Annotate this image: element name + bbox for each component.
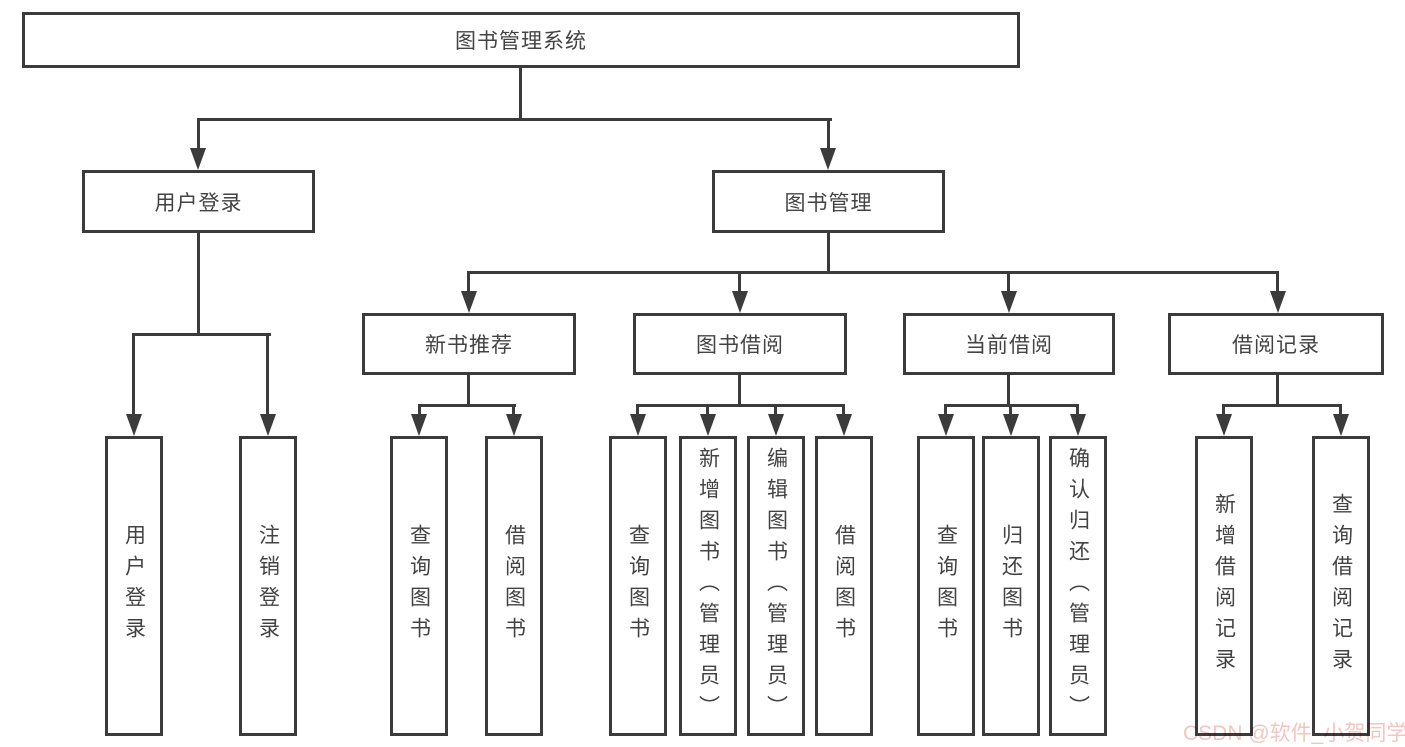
node-current-borrow-label: 当前借阅	[965, 334, 1053, 357]
leaf-borrow-add-books-admin-label: 新增图书（管理员）	[696, 446, 720, 726]
edge-to-newbook-borrow-stem	[512, 404, 515, 416]
leaf-borrow-add-books-admin: 新增图书（管理员）	[679, 436, 737, 736]
leaf-borrow-edit-books-admin: 编辑图书（管理员）	[747, 436, 805, 736]
edge-to-current-return-stem	[1009, 404, 1012, 416]
node-root-label: 图书管理系统	[455, 30, 587, 53]
node-book-management: 图书管理	[712, 170, 945, 233]
edge-to-borrow-borrow-stem	[842, 404, 845, 416]
leaf-records-query-record-label: 查询借阅记录	[1329, 493, 1353, 679]
arrow-to-newbook-query	[411, 414, 427, 436]
edge-book-management-bar	[467, 271, 1279, 274]
csdn-watermark: CSDN @软件_小贺同学	[1183, 722, 1405, 745]
edge-to-records-query-stem	[1339, 404, 1342, 416]
arrow-to-current-borrow	[1001, 291, 1017, 313]
edge-to-user-login-stem	[197, 118, 200, 150]
leaf-current-confirm-return-admin: 确认归还（管理员）	[1049, 436, 1107, 736]
edge-to-borrow-edit-stem	[774, 404, 777, 416]
arrow-to-newbook-borrow	[506, 414, 522, 436]
arrow-to-current-query	[938, 414, 954, 436]
edge-to-current-borrow-stem	[1007, 271, 1010, 293]
arrow-to-book-borrow	[732, 291, 748, 313]
edge-current-borrow-stem	[1007, 375, 1010, 406]
leaf-user-login-label: 用户登录	[122, 524, 146, 648]
node-root: 图书管理系统	[22, 12, 1020, 68]
leaf-current-return-books: 归还图书	[982, 436, 1040, 736]
edge-root-bar	[197, 118, 832, 121]
node-new-book-recommend-label: 新书推荐	[425, 334, 513, 357]
arrow-to-records-add	[1216, 414, 1232, 436]
edge-book-borrow-stem	[738, 375, 741, 406]
leaf-borrow-edit-books-admin-label: 编辑图书（管理员）	[764, 446, 788, 726]
arrow-to-borrow-records	[1270, 291, 1286, 313]
node-book-borrow: 图书借阅	[633, 313, 847, 375]
leaf-current-return-books-label: 归还图书	[999, 524, 1023, 648]
leaf-records-add-record-label: 新增借阅记录	[1212, 493, 1236, 679]
node-user-login: 用户登录	[82, 170, 315, 233]
node-borrow-records-label: 借阅记录	[1232, 334, 1320, 357]
edge-to-current-confirm-stem	[1076, 404, 1079, 416]
arrow-to-borrow-edit	[768, 414, 784, 436]
edge-user-login-stem	[197, 233, 200, 335]
arrow-to-new-book	[461, 291, 477, 313]
node-book-management-label: 图书管理	[784, 191, 873, 215]
node-new-book-recommend: 新书推荐	[362, 313, 576, 375]
leaf-records-query-record: 查询借阅记录	[1312, 436, 1370, 736]
arrow-to-borrow-borrow	[836, 414, 852, 436]
leaf-records-add-record: 新增借阅记录	[1195, 436, 1253, 736]
leaf-user-login: 用户登录	[105, 436, 163, 736]
arrow-to-records-query	[1333, 414, 1349, 436]
leaf-newbook-query-books: 查询图书	[390, 436, 448, 736]
edge-to-new-book-stem	[467, 271, 470, 293]
arrow-to-current-confirm	[1070, 414, 1086, 436]
edge-borrow-records-bar	[1222, 404, 1342, 407]
node-user-login-label: 用户登录	[154, 191, 243, 215]
edge-to-leaf-user-login-stem	[132, 333, 135, 416]
edge-book-borrow-bar	[636, 404, 845, 407]
leaf-borrow-query-books-label: 查询图书	[626, 524, 650, 648]
arrow-to-user-login	[190, 148, 206, 170]
leaf-newbook-borrow-books: 借阅图书	[485, 436, 543, 736]
edge-to-borrow-add-stem	[706, 404, 709, 416]
node-book-borrow-label: 图书借阅	[696, 334, 784, 357]
edge-book-management-stem	[827, 233, 830, 273]
leaf-current-confirm-return-admin-label: 确认归还（管理员）	[1066, 446, 1090, 726]
arrow-to-borrow-query	[630, 414, 646, 436]
edge-to-book-borrow-stem	[738, 271, 741, 293]
edge-borrow-records-stem	[1276, 375, 1279, 406]
edge-to-book-management-stem	[827, 118, 830, 150]
leaf-borrow-borrow-books: 借阅图书	[815, 436, 873, 736]
edge-to-current-query-stem	[944, 404, 947, 416]
edge-new-book-stem	[467, 375, 470, 406]
edge-user-login-bar	[132, 333, 271, 336]
leaf-newbook-query-books-label: 查询图书	[407, 524, 431, 648]
leaf-logout: 注销登录	[239, 436, 297, 736]
arrow-to-leaf-user-login	[126, 414, 142, 436]
leaf-current-query-books-label: 查询图书	[934, 524, 958, 648]
leaf-logout-label: 注销登录	[256, 524, 280, 648]
arrow-to-current-return	[1003, 414, 1019, 436]
arrow-to-book-management	[820, 148, 836, 170]
arrow-to-leaf-logout	[260, 414, 276, 436]
leaf-borrow-query-books: 查询图书	[609, 436, 667, 736]
leaf-newbook-borrow-books-label: 借阅图书	[502, 524, 526, 648]
edge-to-records-add-stem	[1222, 404, 1225, 416]
edge-to-newbook-query-stem	[418, 404, 421, 416]
edge-new-book-bar	[418, 404, 516, 407]
arrow-to-borrow-add	[700, 414, 716, 436]
node-borrow-records: 借阅记录	[1168, 313, 1384, 375]
edge-to-borrow-query-stem	[636, 404, 639, 416]
leaf-current-query-books: 查询图书	[917, 436, 975, 736]
edge-root-stem	[519, 68, 522, 120]
leaf-borrow-borrow-books-label: 借阅图书	[832, 524, 856, 648]
edge-to-borrow-records-stem	[1276, 271, 1279, 293]
edge-to-leaf-logout-stem	[266, 333, 269, 416]
node-current-borrow: 当前借阅	[903, 313, 1115, 375]
